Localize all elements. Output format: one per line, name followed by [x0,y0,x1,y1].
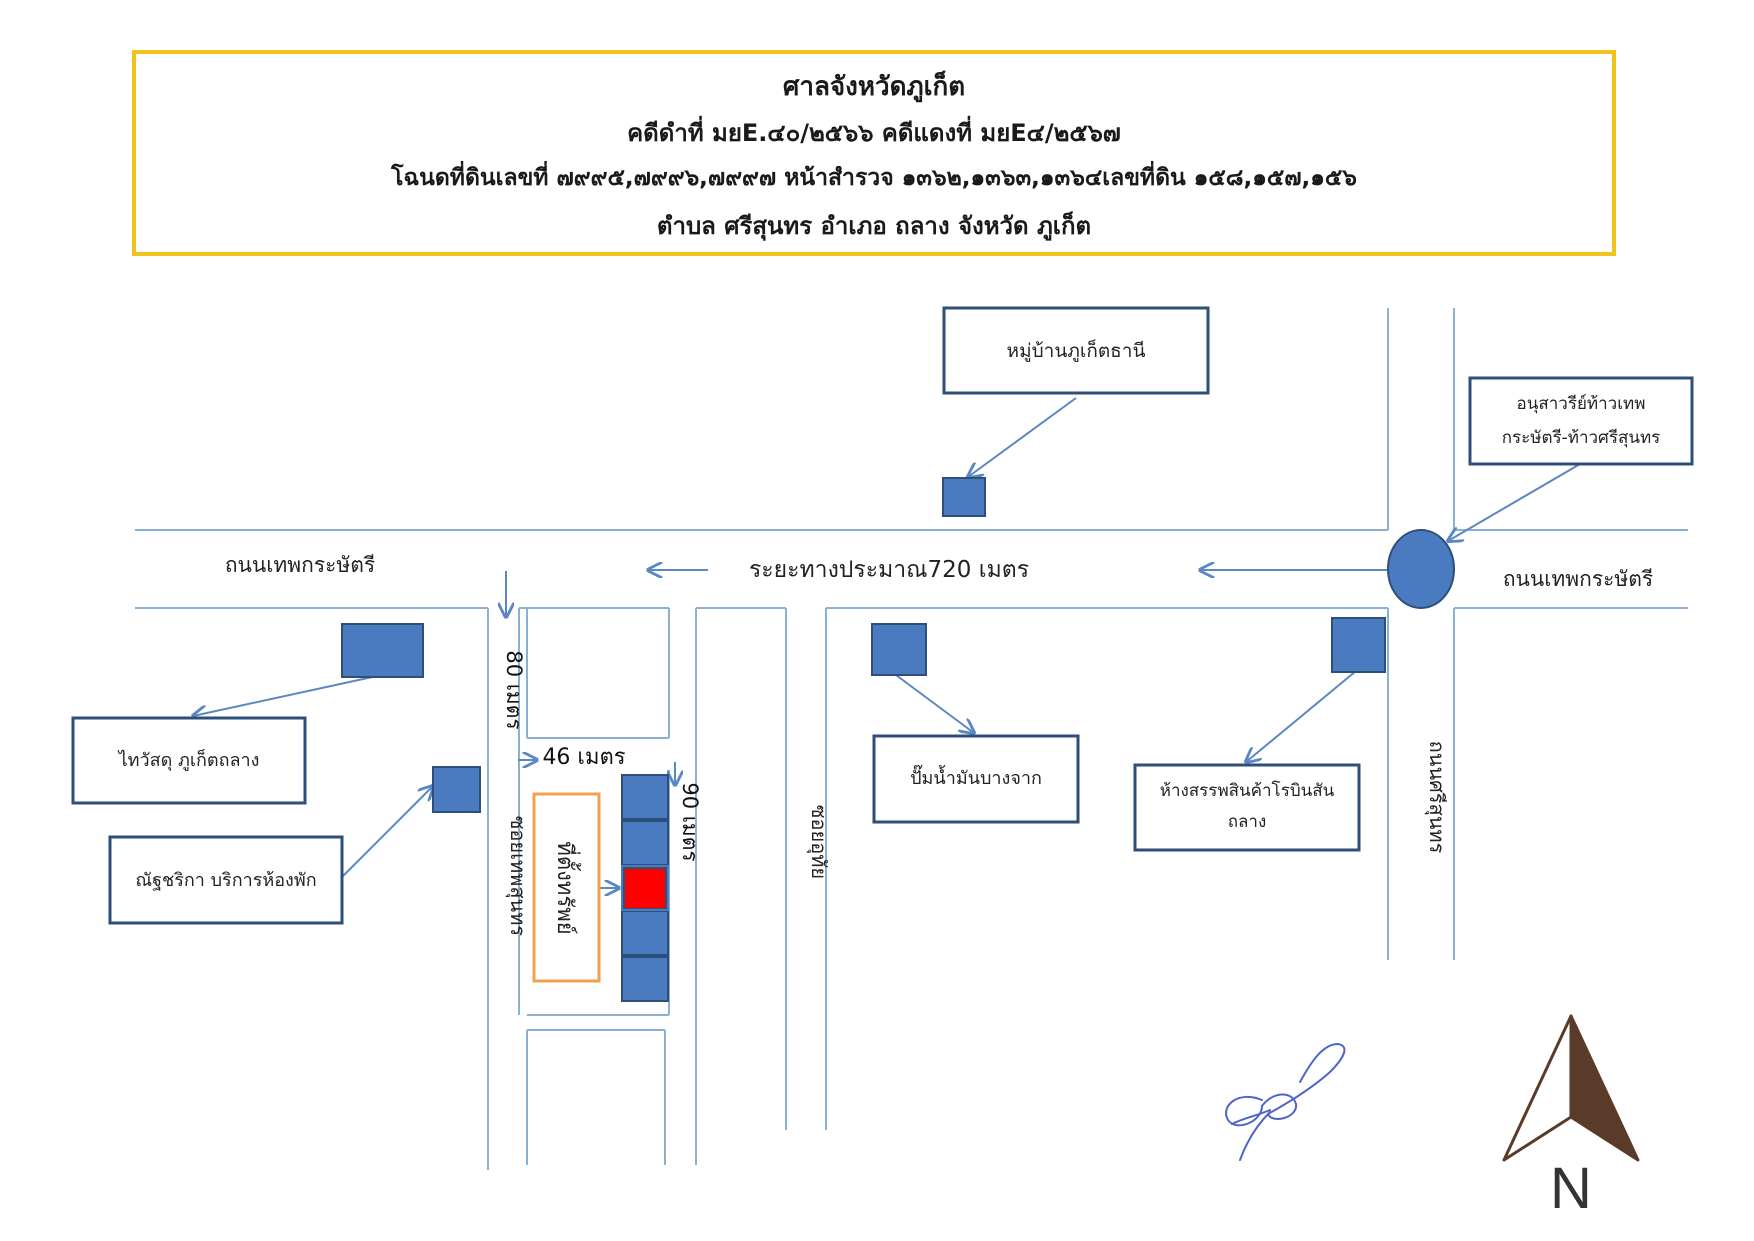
label-gas-station: ปั๊มน้ำมันบางจาก [910,764,1042,789]
road-network [135,308,1688,1170]
arrow-monument [1448,463,1581,541]
distance-46: 46 เมตร [542,745,625,770]
box-gas-station [872,734,1080,824]
case-numbers: คดีดำที่ มยE.๔๐/๒๕๖๖ คดีแดงที่ มยE๔/๒๕๖๗ [627,119,1121,147]
building-natcharika [432,766,481,813]
distance-label: ระยะทางประมาณ720 เมตร [749,557,1029,583]
parcel-2 [621,820,669,866]
label-natcharika: ณัฐชริกา บริการห้องพัก [135,870,316,891]
label-thaiwatsadu: ไทวัสดุ ภูเก็ตถลาง [117,748,260,771]
arrow-natcharika [342,786,433,877]
box-robinson [1133,763,1361,852]
arrow-thaiwatsadu [193,675,378,716]
label-robinson-line1: ห้างสรรพสินค้าโรบินสัน [1160,780,1335,801]
building-village [942,477,986,517]
road-label-soi-thep-sunthon: ซอยเทพสุนทร [505,816,530,937]
parcel-5 [621,956,669,1002]
label-monument-line1: อนุสาวรีย์ท้าวเทพ [1517,394,1646,414]
road-label-thep-krasattri-right: ถนนเทพกระษัตรี [1503,567,1653,591]
north-arrow-icon [1502,1014,1640,1162]
building-gas-station [871,623,927,676]
parcel-property-red [623,867,667,910]
road-label-thep-krasattri-left: ถนนเทพกระษัตรี [225,553,375,577]
parcel-3-frame [621,865,669,911]
arrow-village [968,397,1077,477]
deed-info: โฉนดที่ดินเลขที่ ๗๙๙๕,๗๙๙๖,๗๙๙๗ หน้าสำรว… [391,165,1357,191]
box-property [532,792,601,983]
parcel-1 [621,774,669,820]
arrow-gas-station [895,674,974,733]
building-robinson [1331,617,1386,673]
distance-80: 80 เมตร [502,650,526,729]
arrow-robinson [1246,670,1357,762]
header-box: ศาลจังหวัดภูเก็ต คดีดำที่ มยE.๔๐/๒๕๖๖ คด… [132,50,1616,256]
box-village [942,306,1210,395]
location-line: ตำบล ศรีสุนทร อำเภอ ถลาง จังหวัด ภูเก็ต [656,212,1092,240]
box-natcharika [108,835,344,925]
label-monument-line2: กระษัตรี-ท้าวศรีสุนทร [1502,428,1661,448]
road-label-si-sunthon: ถนนศรีสุนทร [1424,741,1449,854]
distance-90: 90 เมตร [678,782,702,861]
monument-roundabout [1387,529,1455,609]
box-thaiwatsadu [71,716,307,805]
label-boxes [71,306,1694,925]
north-label: N [1550,1156,1592,1221]
label-village: หมู่บ้านภูเก็ตธานี [1007,338,1146,362]
arrows [193,397,1581,888]
label-property: ที่ตั้งทรัพย์ [552,841,581,934]
building-thaiwatsadu [341,623,424,678]
road-label-soi-uthai: ซอยอุทัย [806,805,831,879]
parcel-4 [621,910,669,956]
box-monument [1468,376,1694,466]
label-robinson-line2: ถลาง [1228,812,1267,832]
signature [1225,1042,1346,1161]
court-title: ศาลจังหวัดภูเก็ต [782,72,966,102]
